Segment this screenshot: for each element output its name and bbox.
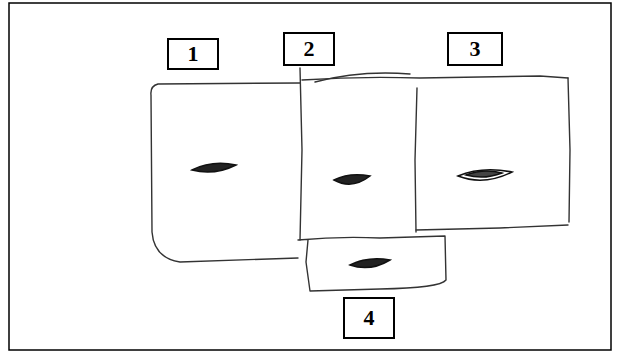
frame [9, 3, 611, 350]
callout-box: 1 [167, 38, 219, 70]
panel-outline [568, 78, 570, 222]
callout-number: 2 [304, 38, 315, 60]
fold-line [300, 68, 302, 240]
eye-mark [458, 170, 512, 180]
eye-mark [466, 171, 502, 177]
callout-number: 1 [188, 43, 199, 65]
callout-number: 4 [364, 307, 375, 329]
fold-line [415, 88, 417, 232]
callout-box: 2 [283, 32, 335, 66]
callout-number: 3 [470, 38, 481, 60]
eye-mark [350, 259, 390, 268]
panel-outline [298, 236, 446, 291]
panel-outline [416, 225, 568, 230]
eye-mark [334, 175, 370, 185]
panel-outline [315, 73, 410, 82]
callout-box: 4 [343, 297, 395, 339]
eye-mark [192, 163, 236, 172]
panel-outline [151, 83, 300, 262]
callout-box: 3 [447, 32, 503, 66]
